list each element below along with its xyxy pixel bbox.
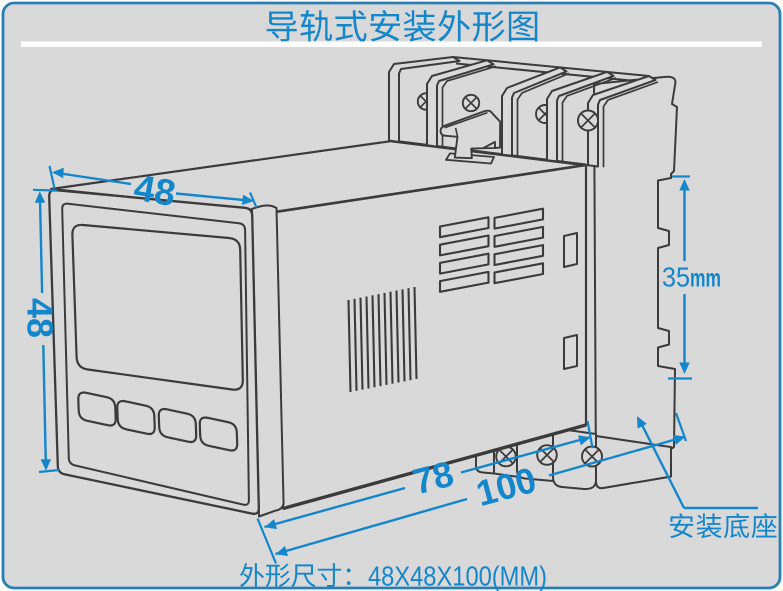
svg-text:78: 78 — [409, 453, 458, 503]
svg-text:35: 35 — [662, 262, 690, 293]
svg-text:mm: mm — [690, 265, 721, 293]
svg-text:48: 48 — [20, 298, 61, 338]
svg-text:48X48X100(MM): 48X48X100(MM) — [368, 561, 547, 591]
svg-text:48: 48 — [131, 167, 179, 215]
